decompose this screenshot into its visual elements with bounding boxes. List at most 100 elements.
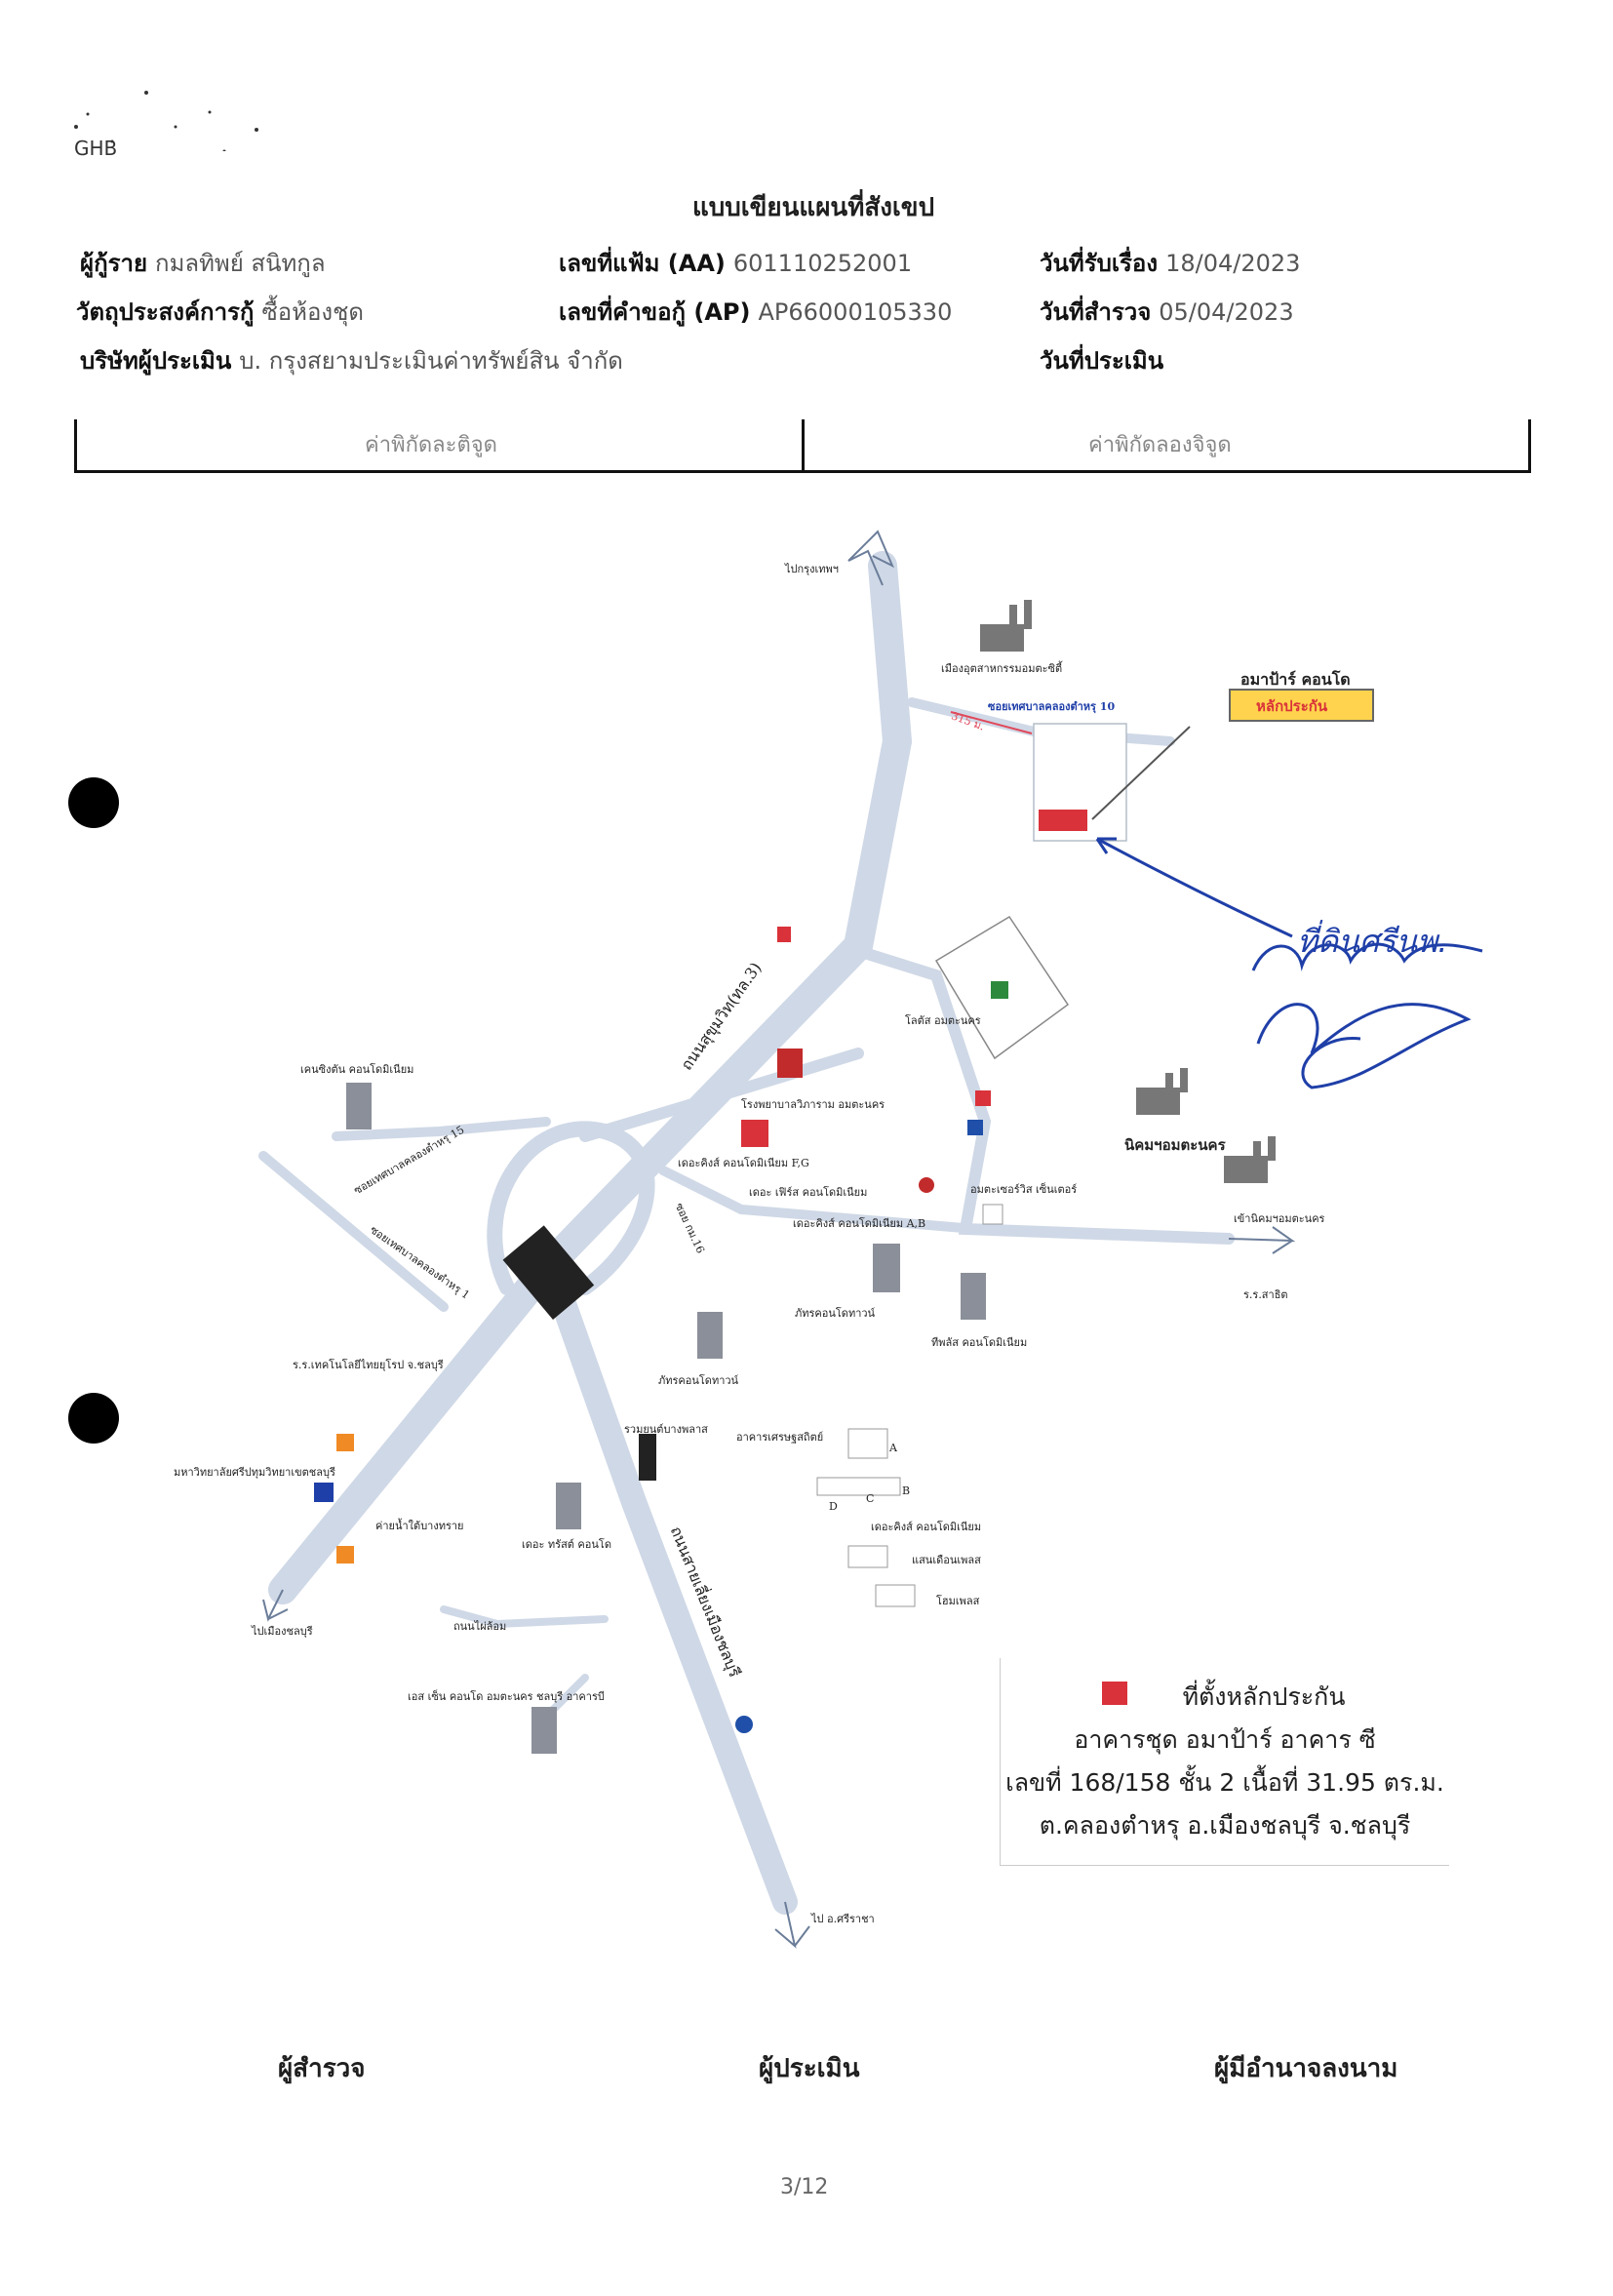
bus-icon [639, 1434, 656, 1481]
overpass-icon [502, 1225, 595, 1320]
appraisal-label: วันที่ประเมิน [1040, 347, 1164, 375]
label-kensington-bot: เดอะคิงส์ คอนโดมิเนียม [871, 1521, 982, 1533]
label-soi-tesaban: ซอยเทศบาลคลองตำหรุ 10 [988, 700, 1116, 713]
appraiser-signature: ผู้ประเมิน [759, 2054, 860, 2083]
legend-line1: ที่ตั้งหลักประกัน [1182, 1682, 1346, 1711]
label-bldg-b: B [902, 1484, 911, 1497]
label-project: อมาป้าร์ คอนโด [1240, 670, 1351, 689]
label-road-left: ถนนไผ่ล้อม [453, 1620, 507, 1633]
arrow-sriracha-icon [774, 1901, 810, 1949]
label-kensington-top: เคนซิงตัน คอนโดมิเนียม [300, 1063, 414, 1076]
company-row: บริษัทผู้ประเมินบ. กรุงสยามประเมินค่าทรั… [80, 341, 623, 379]
label-collateral: หลักประกัน [1256, 697, 1328, 715]
purpose-value: ซื้อห้องชุด [261, 298, 364, 326]
request-no-label: เลขที่คำขอกู้ (AP) [559, 298, 751, 326]
coordinates-divider [802, 419, 805, 470]
label-amata-service: อมตะเซอร์วิส เซ็นเตอร์ [970, 1183, 1078, 1196]
legend-line3: เลขที่ 168/158 ชั้น 2 เนื้อที่ 31.95 ตร.… [1005, 1768, 1444, 1797]
label-lotus: โลตัส อมตะนคร [905, 1014, 981, 1027]
purpose-row: วัตถุประสงค์การกู้ซื้อห้องชุด [76, 293, 364, 331]
label-rest-area: ค่ายน้ำใต้บางทราย [375, 1520, 464, 1532]
label-to-sriracha: ไป อ.ศรีราชา [811, 1913, 875, 1925]
handwriting-scribble [1251, 942, 1483, 971]
label-samrong-place: แสนเดือนเพลส [912, 1554, 981, 1566]
label-ex-ten: เอส เซ็น คอนโด อมตะนคร ชลบุรี อาคารบี [408, 1690, 605, 1703]
seven-eleven-icon-2 [336, 1546, 354, 1564]
punch-hole-bottom [68, 1393, 119, 1444]
file-no-row: เลขที่แฟ้ม (AA)601110252001 [559, 244, 912, 282]
lotus-icon [991, 981, 1008, 999]
punch-hole-top [68, 777, 119, 828]
authorized-signature: ผู้มีอำนาจลงนาม [1214, 2054, 1398, 2083]
arrow-amata-icon [1228, 1226, 1296, 1254]
amata-road [852, 945, 1235, 1245]
latitude-label: ค่าพิกัดละติจูด [365, 433, 497, 457]
received-value: 18/04/2023 [1165, 250, 1301, 277]
survey-label: วันที่สำรวจ [1040, 298, 1152, 326]
legend-line4: ต.คลองตำหรุ อ.เมืองชลบุรี จ.ชลบุรี [1039, 1811, 1411, 1840]
label-tech-school: ร.ร.เทคโนโลยีไทยยุโรป จ.ชลบุรี [293, 1359, 444, 1371]
blue-arrow-line [1096, 837, 1293, 938]
borrower-label: ผู้กู้ราย [80, 250, 148, 277]
company-value: บ. กรุงสยามประเมินค่าทรัพย์สิน จำกัด [239, 347, 623, 375]
label-to-chonburi: ไปเมืองชลบุรี [252, 1625, 313, 1638]
hospital-icon [741, 1120, 768, 1147]
page-title: แบบเขียนแผนที่สังเขป [692, 193, 935, 222]
label-the-first: เดอะ เฟิร์ส คอนโดมิเนียม [749, 1186, 868, 1199]
label-tmall: ทีพลัส คอนโดมิเนียม [931, 1336, 1028, 1349]
collateral-tag [1229, 689, 1374, 722]
handwriting-note: ที่ดินศรีนพ. [1297, 923, 1448, 960]
label-to-bangkok: ไปกรุงเทพฯ [785, 563, 839, 575]
soi-km16 [658, 1166, 980, 1234]
road-pailom [440, 1605, 609, 1629]
arrow-bangkok-icon [847, 530, 894, 586]
survey-value: 05/04/2023 [1159, 298, 1294, 326]
legend-box: ที่ตั้งหลักประกัน อาคารชุด อมาป้าร์ อาคา… [1000, 1658, 1449, 1866]
soi-left-1 [258, 1151, 449, 1312]
gas-station-icon [777, 927, 791, 942]
legend-line2: อาคารชุด อมาป้าร์ อาคาร ซี [1074, 1725, 1376, 1754]
label-amata-gate: เข้านิคมฯอมตะนคร [1234, 1212, 1325, 1225]
label-kensington-ab: เดอะคิงส์ คอนโดมิเนียม A,B [793, 1217, 926, 1230]
pointer-line [1091, 726, 1191, 820]
collateral-marker [1039, 810, 1087, 831]
borrower-value: กมลทิพย์ สนิทกูล [155, 250, 326, 277]
soi-left-2 [332, 1117, 551, 1141]
surveyor-signature: ผู้สำรวจ [278, 2054, 366, 2083]
label-school: ร.ร.สาธิต [1243, 1288, 1288, 1301]
request-no-row: เลขที่คำขอกู้ (AP)AP66000105330 [559, 293, 952, 331]
factory-icon [980, 600, 1032, 652]
page-number: 3/12 [780, 2175, 829, 2199]
company-label: บริษัทผู้ประเมิน [80, 347, 232, 375]
label-phattra-town1: ภัทรคอนโดทาวน์ [795, 1307, 876, 1320]
file-no-value: 601110252001 [732, 250, 913, 277]
brand-label: GHB [74, 137, 118, 160]
label-industrial-estate: เมืองอุตสาหกรรมอมตะซิตี้ [941, 662, 1063, 675]
bank-icon [975, 1090, 991, 1106]
label-yunus: อาคารเศรษฐสถิตย์ [736, 1431, 824, 1444]
bank-logo-icon [919, 1177, 934, 1193]
arrow-chonburi-icon [262, 1589, 289, 1622]
coordinates-box: ค่าพิกัดละติจูด ค่าพิกัดลองจิจูด [74, 419, 1531, 473]
purpose-label: วัตถุประสงค์การกู้ [76, 298, 255, 326]
received-label: วันที่รับเรื่อง [1040, 250, 1159, 277]
label-university: มหาวิทยาลัยศรีปทุมวิทยาเขตชลบุรี [174, 1466, 335, 1479]
label-kensington-fg: เดอะคิงส์ คอนโดมิเนียม F,G [678, 1157, 809, 1169]
seven-eleven-icon [336, 1434, 354, 1451]
label-phattra-town2: ภัทรคอนโดทาวน์ [658, 1374, 739, 1387]
label-home-place: โฮมเพลส [936, 1595, 980, 1607]
request-no-value: AP66000105330 [758, 298, 953, 326]
distance-line [950, 711, 1033, 734]
bank-blue-icon [967, 1120, 983, 1135]
borrower-row: ผู้กู้ราย กมลทิพย์ สนิทกูล [80, 244, 326, 282]
bypass-road [538, 1255, 798, 1915]
blue-arrow-head-icon [1095, 837, 1117, 854]
appraisal-row: วันที่ประเมิน [1040, 341, 1171, 379]
hospital-logo-icon [777, 1049, 803, 1078]
signature-scribble [1256, 1003, 1472, 1089]
longitude-label: ค่าพิกัดลองจิจูด [1088, 433, 1232, 457]
label-bldg-a: A [889, 1442, 897, 1454]
label-bldg-c: C [866, 1492, 875, 1505]
